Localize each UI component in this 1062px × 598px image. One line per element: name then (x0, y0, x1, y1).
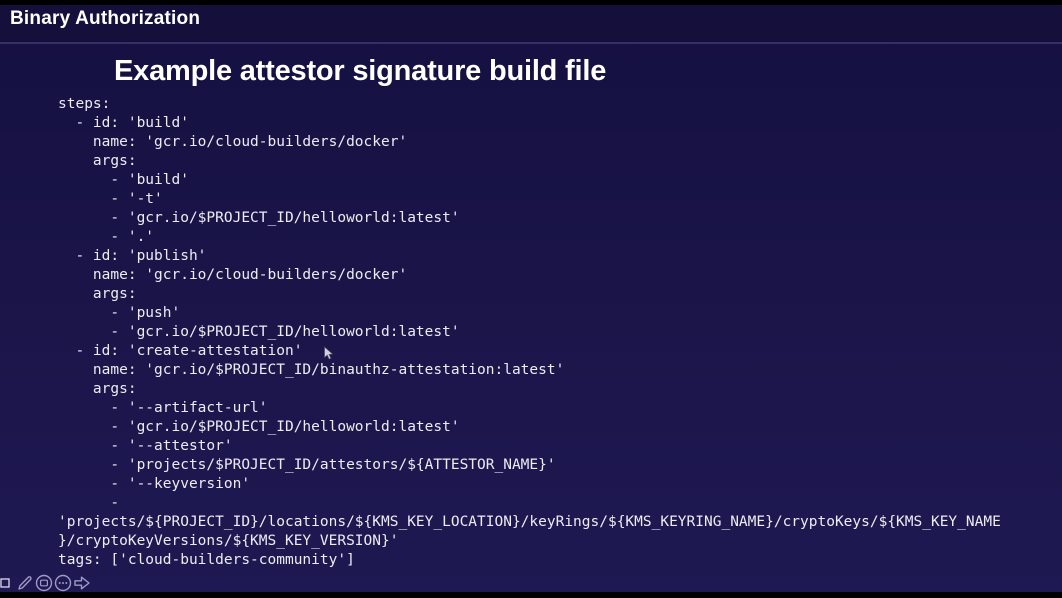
header-divider (0, 42, 1062, 44)
more-icon[interactable] (54, 574, 72, 592)
slide-title: Example attestor signature build file (114, 55, 607, 87)
mouse-cursor-icon (324, 346, 334, 360)
annotation-toolbar (0, 574, 91, 592)
forward-arrow-icon[interactable] (73, 574, 91, 592)
slide-header: Binary Authorization (0, 5, 1062, 42)
bottom-letterbox-bar (0, 592, 1062, 598)
deck-title: Binary Authorization (10, 8, 201, 29)
top-letterbox-bar (0, 0, 1062, 5)
pencil-icon[interactable] (16, 574, 34, 592)
slides-icon[interactable] (35, 574, 53, 592)
square-icon[interactable] (0, 574, 15, 592)
yaml-code-block: steps: - id: 'build' name: 'gcr.io/cloud… (58, 96, 1001, 568)
